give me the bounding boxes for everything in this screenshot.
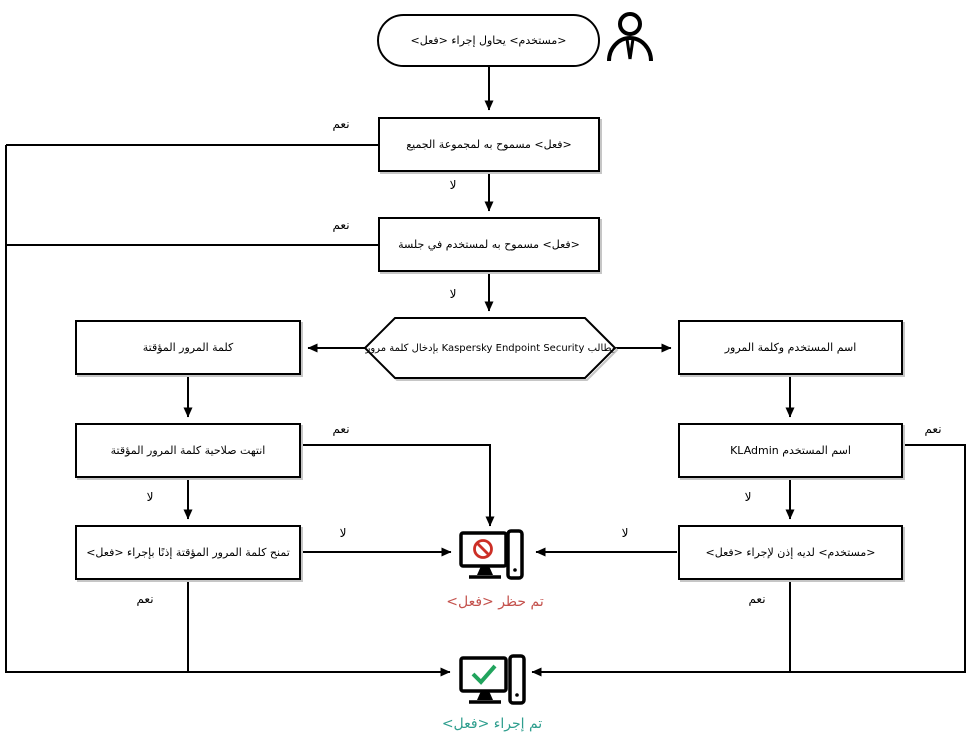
decision-hexagon-shape [363, 317, 619, 381]
edge-label-yes-everyone: نعم [332, 117, 350, 131]
computer-blocked-icon [459, 529, 524, 580]
check-mark-icon [471, 664, 497, 685]
edge-label-no-permission: لا [621, 526, 629, 540]
caption-action-performed: تم إجراء <فعل> [441, 716, 543, 732]
node-action-allowed-session: <فعل> مسموح به لمستخدم في جلسة [378, 217, 600, 272]
edge-label-yes-grants: نعم [136, 592, 154, 606]
node-password-prompt: يطالب Kaspersky Endpoint Security بإدخال… [365, 342, 615, 354]
edge-label-yes-kladmin: نعم [924, 422, 942, 436]
edge-label-no-session: لا [449, 287, 457, 301]
edge-label-yes-expired: نعم [332, 422, 350, 436]
edge-kladmin-yes-right-rail [531, 444, 966, 677]
edge-yes-left-rail [5, 144, 450, 672]
node-username-password: اسم المستخدم وكلمة المرور [678, 320, 903, 375]
edge-label-no-expired: لا [146, 490, 154, 504]
node-user-has-permission: <مستخدم> لديه إذن لإجراء <فعل> [678, 525, 903, 580]
edge-label-no-everyone: لا [449, 178, 457, 192]
node-temporary-password: كلمة المرور المؤقتة [75, 320, 301, 375]
person-icon [607, 12, 653, 62]
edge-label-yes-permission: نعم [748, 592, 766, 606]
node-temp-password-expired: انتهت صلاحية كلمة المرور المؤقتة [75, 423, 301, 478]
node-temp-password-grants-permission: تمنح كلمة المرور المؤقتة إذنًا بإجراء <ف… [75, 525, 301, 580]
node-action-allowed-everyone: <فعل> مسموح به لمجموعة الجميع [378, 117, 600, 172]
edge-label-no-kladmin: لا [744, 490, 752, 504]
node-start: <مستخدم> يحاول إجراء <فعل> [377, 14, 600, 67]
caption-action-blocked: تم حظر <فعل> [446, 594, 544, 610]
prohibition-sign [473, 539, 493, 559]
computer-success-icon [459, 654, 526, 705]
edge-label-no-grants: لا [339, 526, 347, 540]
edge-expired-yes-to-blocked [301, 444, 495, 527]
node-username-kladmin: اسم المستخدم KLAdmin [678, 423, 903, 478]
edge-label-yes-session: نعم [332, 218, 350, 232]
